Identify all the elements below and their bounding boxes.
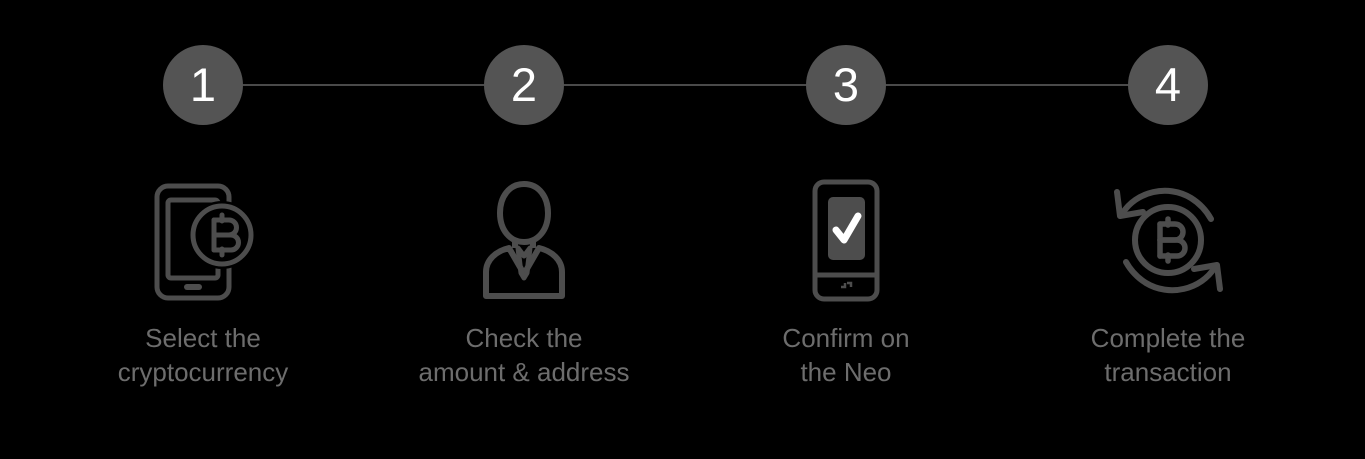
step-4-caption: Complete the transaction xyxy=(1090,323,1246,387)
step-circle-2[interactable]: 2 xyxy=(484,45,564,125)
step-column-2: Check the amount & address xyxy=(374,178,674,389)
step-3-icon-wrap xyxy=(696,178,996,303)
step-1-caption: Select the cryptocurrency xyxy=(117,323,289,387)
step-2-caption: Check the amount & address xyxy=(418,323,630,387)
person-suit-icon xyxy=(483,181,565,299)
step-1-icon-wrap xyxy=(53,178,353,303)
smartphone-bitcoin-icon xyxy=(154,183,256,301)
step-column-1: Select the cryptocurrency xyxy=(53,178,353,389)
step-3-caption: Confirm on the Neo xyxy=(782,323,910,387)
bitcoin-exchange-arrows-icon xyxy=(1113,187,1223,294)
step-2-icon-wrap xyxy=(374,178,674,303)
progress-connector-line xyxy=(203,84,1168,86)
step-circle-3[interactable]: 3 xyxy=(806,45,886,125)
step-circle-4[interactable]: 4 xyxy=(1128,45,1208,125)
step-column-4: Complete the transaction xyxy=(1018,178,1318,389)
step-circle-1[interactable]: 1 xyxy=(163,45,243,125)
hardware-wallet-check-icon xyxy=(812,179,880,302)
step-4-icon-wrap xyxy=(1018,178,1318,303)
step-column-3: Confirm on the Neo xyxy=(696,178,996,389)
